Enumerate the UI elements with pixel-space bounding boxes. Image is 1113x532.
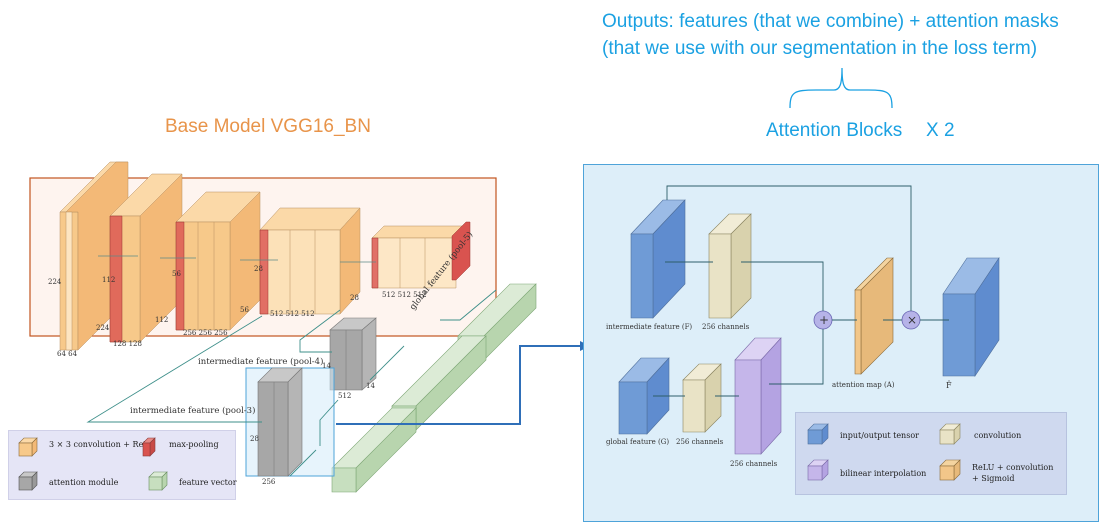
outputs-line-1: Outputs: features (that we combine) + at… xyxy=(602,11,1059,32)
dim-14-b: 14 xyxy=(366,382,375,390)
attention-legend-icon xyxy=(18,471,38,491)
dim-112-b: 112 xyxy=(155,316,169,324)
dim-56-b: 56 xyxy=(240,306,249,314)
intermediate-feature-tensor xyxy=(630,199,686,319)
plus-sign: + xyxy=(819,313,829,327)
channels-512-c: 512 xyxy=(338,392,352,400)
times-sign: × xyxy=(907,313,917,327)
global-feature-label: global feature (G) xyxy=(606,438,670,446)
outputs-caption: Outputs: features (that we combine) + at… xyxy=(602,8,1107,62)
relu-conv-legend-icon xyxy=(939,459,961,481)
attention-map-label: attention map (A) xyxy=(832,381,895,389)
times-two-label: X 2 xyxy=(926,120,955,141)
sigmoid-legend: + Sigmoid xyxy=(972,474,1015,483)
conv-tensor-top xyxy=(708,213,752,319)
dim-28-a: 28 xyxy=(254,265,263,273)
dim-112-a: 112 xyxy=(102,276,116,284)
attention-module-pool4 xyxy=(329,317,377,391)
conv-legend-icon xyxy=(939,423,961,445)
dim-56-a: 56 xyxy=(172,270,181,278)
bilinear-legend-icon xyxy=(807,459,829,481)
attention-blocks-label: Attention Blocks xyxy=(766,120,903,141)
dim-14: 14 xyxy=(322,362,331,370)
channels-64: 64 64 xyxy=(57,350,78,358)
attention-block-diagram: + × xyxy=(618,185,1000,455)
curly-brace xyxy=(789,67,893,109)
outputs-line-2: (that we use with our segmentation in th… xyxy=(602,38,1038,59)
pool3-label: intermediate feature (pool-3) xyxy=(130,406,256,416)
dim-28-c: 28 xyxy=(250,435,259,443)
attention-legend: attention module xyxy=(49,478,119,487)
conv-relu-legend: 3 × 3 convolution + ReLU xyxy=(49,440,155,449)
f-hat-label: F̂ xyxy=(946,381,952,390)
max-pool-legend: max-pooling xyxy=(169,440,219,449)
channels-256: 256 256 256 xyxy=(183,329,228,337)
dim-28-b: 28 xyxy=(350,294,359,302)
conv-block-5 xyxy=(371,221,471,289)
bilinear-legend: bilinear interpolation xyxy=(840,469,927,478)
bilinear-tensor xyxy=(734,337,782,455)
feature-vector-3 xyxy=(331,407,417,493)
io-tensor-legend: input/output tensor xyxy=(840,431,919,440)
relu-conv-legend: ReLU + convolution xyxy=(972,463,1054,472)
attention-legend: input/output tensor convolution bilinear… xyxy=(795,412,1067,495)
channels-256-b: 256 channels xyxy=(676,438,724,446)
conv-block-4 xyxy=(259,207,361,315)
conv-block-3 xyxy=(175,191,261,331)
channels-256-a: 256 channels xyxy=(702,323,750,331)
dim-224-b: 224 xyxy=(96,324,110,332)
base-legend: 3 × 3 convolution + ReLU max-pooling att… xyxy=(8,430,237,500)
intermediate-feature-label: intermediate feature (F) xyxy=(606,323,693,331)
feature-vector-legend: feature vector xyxy=(179,478,237,487)
attention-module-pool3 xyxy=(257,367,303,477)
pool4-label: intermediate feature (pool-4) xyxy=(198,357,324,367)
feature-vector-legend-icon xyxy=(148,471,168,491)
conv-relu-legend-icon xyxy=(18,437,38,457)
attention-map-tensor xyxy=(854,257,894,375)
conv-tensor-bottom xyxy=(682,363,722,433)
dim-224-a: 224 xyxy=(48,278,62,286)
conv-legend: convolution xyxy=(974,431,1022,440)
output-tensor xyxy=(942,257,1000,377)
base-model-title: Base Model VGG16_BN xyxy=(165,116,371,137)
channels-512-a: 512 512 512 xyxy=(270,310,315,318)
max-pool-legend-icon xyxy=(142,437,156,457)
channels-128: 128 128 xyxy=(113,340,142,348)
vgg-diagram xyxy=(29,161,590,493)
channels-512-b: 512 512 512 xyxy=(382,291,427,299)
channels-256-c: 256 channels xyxy=(730,460,778,468)
channels-256-b: 256 xyxy=(262,478,276,486)
io-tensor-legend-icon xyxy=(807,423,829,445)
